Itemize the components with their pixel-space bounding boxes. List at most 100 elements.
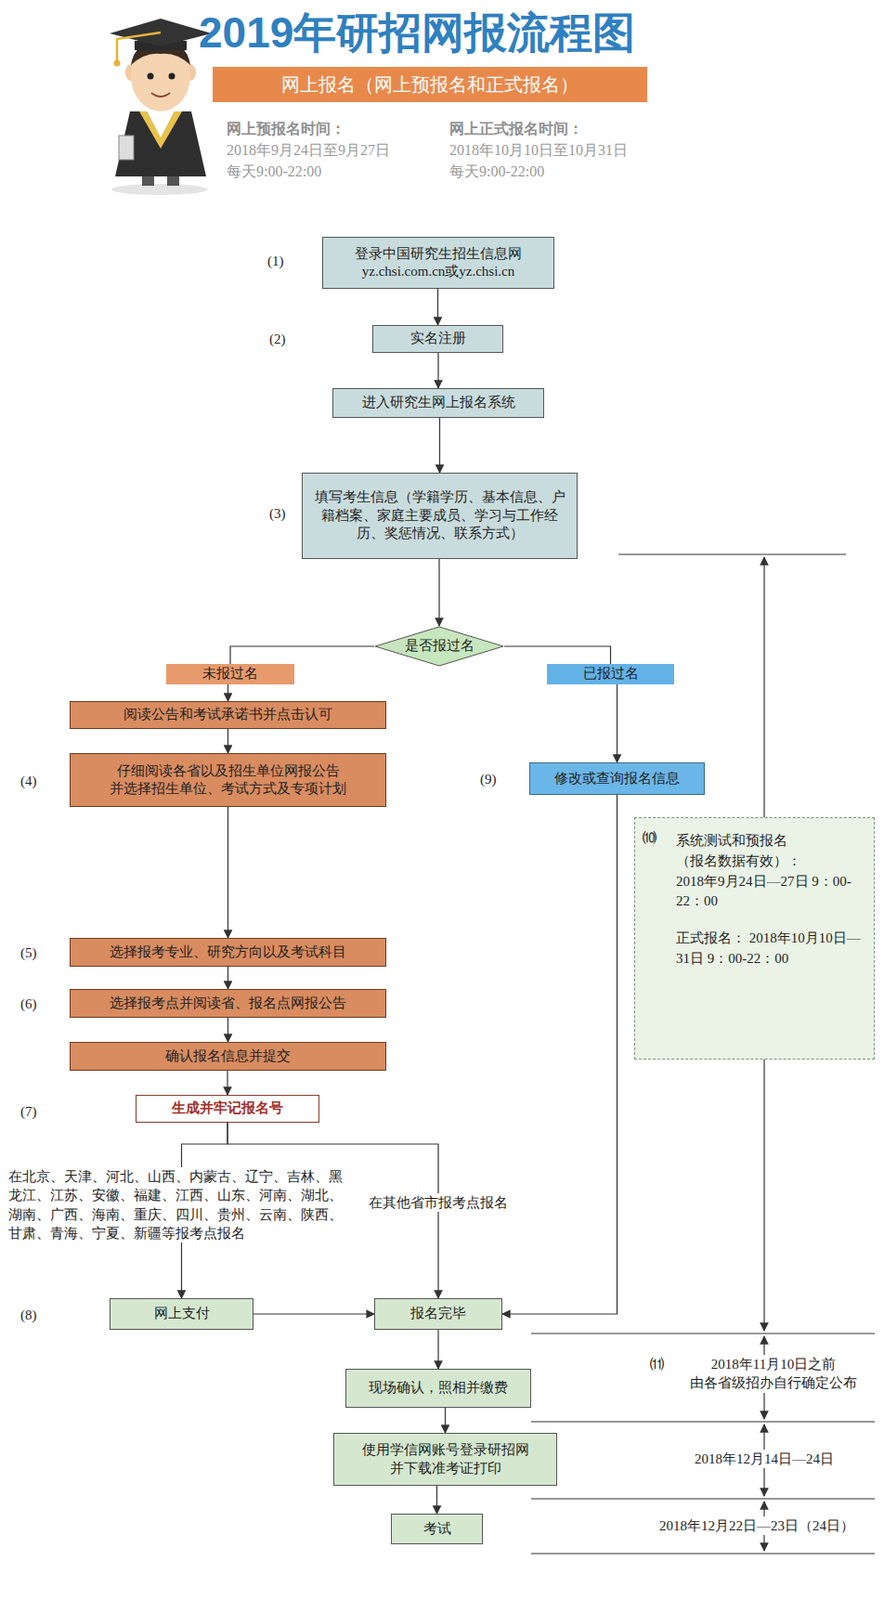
- node-text: 是否报过名: [404, 637, 475, 656]
- node-text: 现场确认，照相并缴费: [368, 1378, 508, 1398]
- timeline-rule: [531, 1552, 875, 1554]
- diploma: [118, 135, 134, 160]
- connector-arrow: [444, 1407, 446, 1433]
- node-text: 生成并牢记报名号: [171, 1099, 284, 1118]
- time-note: 每天9:00-22:00: [449, 161, 673, 182]
- node-text: 选择报考点并阅读省、报名点网报公告: [109, 994, 347, 1014]
- timeline-rule: [531, 1497, 875, 1499]
- node-text: 进入研究生网上报名系统: [362, 393, 516, 413]
- process-box: 报名完毕: [374, 1298, 503, 1330]
- process-box: 网上支付: [109, 1298, 254, 1330]
- connector-arrow: [502, 794, 618, 1314]
- branch-note: 在其他省市报考点报名: [362, 1193, 515, 1212]
- diamond-shape: [375, 626, 504, 666]
- tassel-end: [114, 60, 121, 67]
- mouth: [151, 92, 170, 97]
- timeline-note: 2018年12月14日—24日: [676, 1449, 853, 1469]
- connector-arrow: [438, 559, 440, 626]
- timeline-rule: [531, 1420, 875, 1422]
- process-box: 实名注册: [372, 325, 504, 353]
- node-text: 网上支付: [154, 1304, 210, 1324]
- callout-number: ⑽: [642, 829, 657, 848]
- connector-arrow: [439, 417, 441, 473]
- callout-number: (9): [480, 769, 512, 789]
- connector-arrow: [227, 728, 229, 754]
- shadow: [111, 183, 208, 195]
- node-text: 仔细阅读各省以及招生单位网报公告 并选择招生单位、考试方式及专项计划: [78, 762, 378, 799]
- callout-number: (6): [20, 994, 52, 1014]
- time-heading: 网上正式报名时间：: [449, 118, 673, 140]
- node-text: 已报过名: [583, 664, 639, 684]
- tassel: [117, 32, 161, 62]
- connector-arrow: [437, 1329, 439, 1369]
- branch-tag: 已报过名: [546, 663, 675, 685]
- timeline-arrow: [763, 557, 765, 818]
- process-box: 使用学信网账号登录研招网 并下载准考证打印: [333, 1432, 558, 1486]
- time-heading: 网上预报名时间：: [226, 118, 431, 140]
- connector-arrow: [226, 1070, 228, 1095]
- node-text: 正式报名： 2018年10月10日—31日 9：00-22：00: [676, 928, 867, 970]
- process-box: 修改或查询报名信息: [529, 762, 705, 795]
- connector-arrow: [616, 684, 618, 763]
- timeline-rule: [618, 553, 846, 555]
- callout-number: (5): [20, 943, 52, 962]
- process-box: 考试: [390, 1513, 483, 1545]
- process-box: 进入研究生网上报名系统: [332, 388, 545, 418]
- key-box: 生成并牢记报名号: [135, 1094, 320, 1123]
- process-box: 仔细阅读各省以及招生单位网报公告 并选择招生单位、考试方式及专项计划: [69, 753, 387, 807]
- connector-arrow: [227, 1017, 229, 1042]
- connector-arrow: [436, 1485, 438, 1514]
- node-text: 未报过名: [202, 664, 259, 684]
- decision-diamond: 是否报过名: [374, 625, 505, 667]
- branch-note: 在北京、天津、河北、山西、内蒙古、辽宁、吉林、黑龙江、江苏、安徽、福建、江西、山…: [8, 1167, 354, 1243]
- face: [130, 40, 191, 112]
- node-text: 考试: [423, 1520, 452, 1539]
- time-note: 2018年9月24日至9月27日: [226, 140, 431, 161]
- callout-number: (1): [267, 251, 299, 271]
- graduate-cartoon: [109, 18, 212, 195]
- node-text: 登录中国研究生招生信息网 yz.chsi.com.cn或yz.chsi.cn: [330, 245, 546, 282]
- eye: [147, 73, 155, 80]
- process-box: 登录中国研究生招生信息网 yz.chsi.com.cn或yz.chsi.cn: [322, 236, 555, 289]
- timeline-note: 2018年11月10日之前 由各省级招办自行确定公布: [672, 1354, 875, 1393]
- time-note: 2018年10月10日至10月31日: [449, 140, 673, 161]
- title: 2019年研招网报流程图: [198, 5, 682, 62]
- process-box: 填写考生信息（学籍学历、基本信息、户籍档案、家庭主要成员、学习与工作经历、奖惩情…: [301, 472, 578, 559]
- node-text: 实名注册: [410, 329, 467, 349]
- process-box: 现场确认，照相并缴费: [345, 1368, 532, 1408]
- connector-arrow: [504, 646, 611, 664]
- connector-arrow: [227, 806, 229, 938]
- node-text: 使用学信网账号登录研招网 并下载准考证打印: [341, 1441, 549, 1478]
- callout-number: (7): [20, 1102, 52, 1121]
- node-text: 选择报考专业、研究方向以及考试科目: [109, 943, 347, 962]
- connector-arrow: [227, 684, 229, 702]
- timeline-note: 2018年12月22日—23日（24日）: [640, 1516, 873, 1535]
- callout-number: (3): [269, 504, 301, 523]
- process-box: 阅读公告和考试承诺书并点击认可: [69, 701, 387, 729]
- banner: 网上报名（网上预报名和正式报名）: [212, 66, 648, 103]
- timeline: [531, 554, 875, 1554]
- time-note: 每天9:00-22:00: [226, 161, 431, 182]
- node-text: 填写考生信息（学籍学历、基本信息、户籍档案、家庭主要成员、学习与工作经历、奖惩情…: [310, 488, 570, 544]
- connector-arrow: [230, 646, 375, 664]
- connector-arrow: [437, 288, 439, 325]
- callout-number: (2): [269, 329, 301, 349]
- connector-arrow: [253, 1313, 375, 1314]
- collar: [139, 111, 182, 149]
- process-box: 确认报名信息并提交: [69, 1041, 387, 1071]
- connector-arrow: [437, 352, 439, 389]
- node-text: 确认报名信息并提交: [165, 1047, 291, 1066]
- branch-tag: 未报过名: [166, 663, 295, 685]
- timeline-rule: [531, 1332, 875, 1334]
- node-text: 系统测试和预报名 （报名数据有效）： 2018年9月24日—27日 9：00-2…: [676, 831, 867, 912]
- node-text: 网上报名（网上预报名和正式报名）: [281, 72, 579, 97]
- note-box: ⑽ 系统测试和预报名 （报名数据有效）： 2018年9月24日—27日 9：00-…: [634, 817, 875, 1060]
- eye: [169, 73, 176, 80]
- node-text: 修改或查询报名信息: [554, 769, 680, 789]
- callout-number: (8): [20, 1305, 52, 1325]
- callout-number: ⑾: [650, 1354, 673, 1374]
- gown: [115, 111, 207, 177]
- process-box: 选择报考专业、研究方向以及考试科目: [69, 937, 387, 967]
- process-box: 选择报考点并阅读省、报名点网报公告: [69, 988, 387, 1018]
